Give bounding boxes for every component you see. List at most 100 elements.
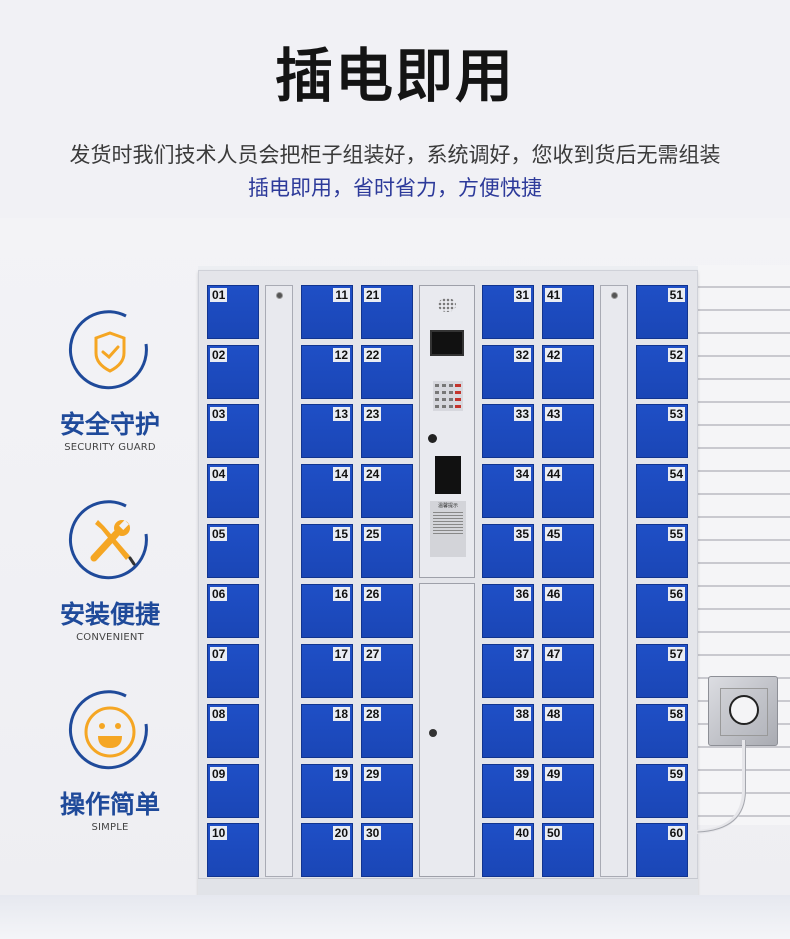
locker-door[interactable]: 06 (207, 584, 259, 638)
description-line-1: 发货时我们技术人员会把柜子组装好，系统调好，您收到货后无需组装 (69, 143, 721, 167)
door-number: 37 (513, 647, 531, 661)
locker-door[interactable]: 49 (542, 764, 594, 818)
large-storage-door[interactable] (419, 583, 475, 877)
door-number: 12 (332, 348, 350, 362)
locker-door[interactable]: 07 (207, 644, 259, 698)
door-number: 40 (513, 826, 531, 840)
locker-door[interactable]: 01 (207, 285, 259, 339)
door-number: 17 (332, 647, 350, 661)
feature-subtitle: SECURITY GUARD (64, 442, 156, 453)
locker-door[interactable]: 48 (542, 704, 594, 758)
locker-door[interactable]: 25 (361, 524, 413, 578)
locker-door[interactable]: 28 (361, 704, 413, 758)
door-number: 20 (332, 826, 350, 840)
locker-door[interactable]: 43 (542, 404, 594, 458)
locker-door[interactable]: 20 (301, 823, 353, 877)
door-number: 56 (667, 587, 685, 601)
locker-door[interactable]: 37 (482, 644, 534, 698)
feature-subtitle: SIMPLE (91, 822, 129, 833)
locker-door[interactable]: 15 (301, 524, 353, 578)
locker-door[interactable]: 14 (301, 464, 353, 518)
locker-door[interactable]: 36 (482, 584, 534, 638)
locker-door[interactable]: 50 (542, 823, 594, 877)
locker-door[interactable]: 59 (636, 764, 688, 818)
locker-door[interactable]: 31 (482, 285, 534, 339)
control-panel: 温馨提示 (419, 285, 475, 578)
locker-door[interactable]: 04 (207, 464, 259, 518)
locker-door[interactable]: 32 (482, 345, 534, 399)
locker-door[interactable]: 41 (542, 285, 594, 339)
locker-door[interactable]: 13 (301, 404, 353, 458)
feature-title: 安全守护 (59, 410, 160, 439)
locker-door[interactable]: 05 (207, 524, 259, 578)
locker-door[interactable]: 09 (207, 764, 259, 818)
door-number: 45 (545, 527, 563, 541)
locker-door[interactable]: 33 (482, 404, 534, 458)
feature-security: 安全守护 SECURITY GUARD (40, 308, 180, 453)
locker-door[interactable]: 19 (301, 764, 353, 818)
locker-door[interactable]: 47 (542, 644, 594, 698)
locker-door[interactable]: 34 (482, 464, 534, 518)
door-number: 39 (513, 767, 531, 781)
locker-door[interactable]: 58 (636, 704, 688, 758)
door-number: 26 (364, 587, 382, 601)
locker-door[interactable]: 12 (301, 345, 353, 399)
locker-door[interactable]: 53 (636, 404, 688, 458)
feature-subtitle: CONVENIENT (76, 632, 144, 643)
door-number: 05 (210, 527, 228, 541)
locker-door[interactable]: 21 (361, 285, 413, 339)
locker-door[interactable]: 38 (482, 704, 534, 758)
door-number: 21 (364, 288, 382, 302)
locker-door[interactable]: 35 (482, 524, 534, 578)
door-number: 55 (667, 527, 685, 541)
keypad[interactable] (433, 381, 463, 411)
locker-door[interactable]: 46 (542, 584, 594, 638)
barcode-scanner (435, 456, 461, 494)
notice-label: 温馨提示 (430, 501, 466, 557)
locker-door[interactable]: 45 (542, 524, 594, 578)
door-number: 16 (332, 587, 350, 601)
door-number: 41 (545, 288, 563, 302)
locker-door[interactable]: 44 (542, 464, 594, 518)
locker-door[interactable]: 60 (636, 823, 688, 877)
locker-door[interactable]: 11 (301, 285, 353, 339)
locker-door[interactable]: 39 (482, 764, 534, 818)
door-number: 34 (513, 467, 531, 481)
door-number: 24 (364, 467, 382, 481)
locker-door[interactable]: 03 (207, 404, 259, 458)
locker-door[interactable]: 02 (207, 345, 259, 399)
locker-door[interactable]: 40 (482, 823, 534, 877)
locker-door[interactable]: 23 (361, 404, 413, 458)
locker-door[interactable]: 18 (301, 704, 353, 758)
locker-door[interactable]: 08 (207, 704, 259, 758)
door-number: 48 (545, 707, 563, 721)
locker-door[interactable]: 30 (361, 823, 413, 877)
door-number: 35 (513, 527, 531, 541)
locker-door[interactable]: 57 (636, 644, 688, 698)
page-title: 插电即用 (274, 42, 515, 110)
locker-door[interactable]: 52 (636, 345, 688, 399)
door-number: 01 (210, 288, 228, 302)
lock-icon (276, 292, 283, 299)
locker-door[interactable]: 24 (361, 464, 413, 518)
door-number: 53 (667, 407, 685, 421)
locker-door[interactable]: 51 (636, 285, 688, 339)
lock-icon (611, 292, 618, 299)
notice-title: 温馨提示 (437, 503, 458, 509)
door-number: 28 (364, 707, 382, 721)
locker-door[interactable]: 55 (636, 524, 688, 578)
locker-door[interactable]: 56 (636, 584, 688, 638)
shield-check-icon (68, 308, 152, 392)
locker-door[interactable]: 10 (207, 823, 259, 877)
door-number: 13 (332, 407, 350, 421)
locker-door[interactable]: 29 (361, 764, 413, 818)
display-screen (430, 330, 464, 356)
locker-door[interactable]: 22 (361, 345, 413, 399)
locker-door[interactable]: 26 (361, 584, 413, 638)
locker-door[interactable]: 27 (361, 644, 413, 698)
locker-door[interactable]: 42 (542, 345, 594, 399)
locker-door[interactable]: 16 (301, 584, 353, 638)
feature-title: 安装便捷 (59, 600, 160, 629)
locker-door[interactable]: 54 (636, 464, 688, 518)
locker-door[interactable]: 17 (301, 644, 353, 698)
